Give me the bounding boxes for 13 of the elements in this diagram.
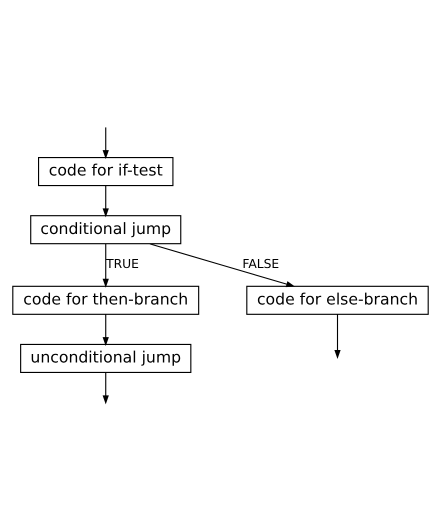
- arrow: [102, 185, 109, 217]
- edge-label: FALSE: [242, 256, 280, 271]
- node-box: code for then-branch: [12, 285, 200, 314]
- arrow: [102, 314, 109, 346]
- arrow: [334, 314, 341, 358]
- arrow: [102, 244, 109, 288]
- node-box: conditional jump: [30, 214, 182, 244]
- arrow: [150, 242, 296, 287]
- node-box: unconditional jump: [20, 343, 192, 373]
- arrow: [102, 126, 109, 159]
- node-box: code for if-test: [38, 156, 174, 186]
- arrow: [102, 372, 109, 404]
- node-box: code for else-branch: [246, 285, 429, 314]
